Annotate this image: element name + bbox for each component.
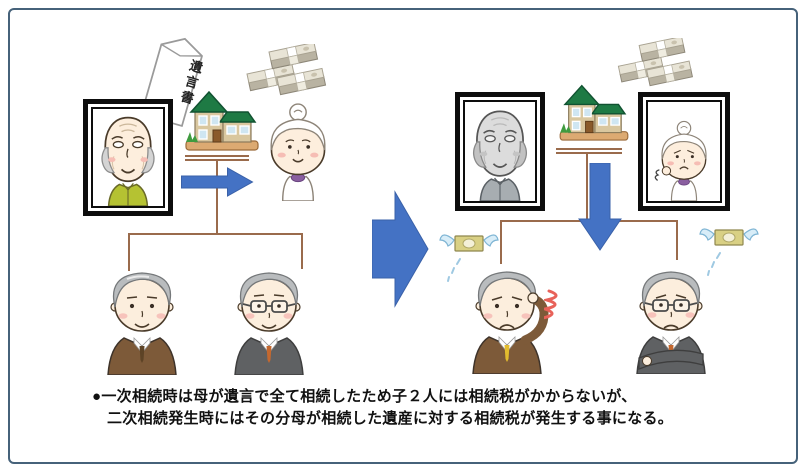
descent-line-left [216, 161, 218, 233]
house-icon-left [183, 86, 261, 152]
flying-money-icon-right [698, 222, 760, 278]
son-elder-left-icon [95, 263, 190, 375]
caption-line-2: 二次相続発生時にはその分母が相続した遺産に対する相続税が発生する事になる。 [107, 410, 674, 427]
inheritance-arrow-down-icon [578, 163, 622, 251]
house-icon-right [557, 80, 631, 142]
sibling-drop-right-1 [500, 220, 502, 264]
son-younger-right-icon [624, 262, 719, 374]
caption: ●一次相続時は母が遺言で全て相続したため子２人には相続税がかからないが、 二次相… [92, 386, 772, 430]
sibling-line-left [128, 233, 303, 235]
marriage-line-left [185, 155, 249, 161]
son-younger-left-icon [222, 263, 317, 375]
son-elder-right-icon [460, 262, 555, 374]
distress-squiggle-icon [544, 288, 570, 322]
father-portrait-grayscale-icon [463, 100, 537, 203]
caption-line-1: ●一次相続時は母が遺言で全て相続したため子２人には相続税がかからないが、 [92, 388, 637, 405]
mother-portrait-worried-icon [646, 100, 722, 203]
marriage-line-right [556, 148, 622, 154]
sibling-drop-left-1 [128, 233, 130, 271]
inheritance-arrow-right-icon [181, 167, 254, 197]
memorial-photo-father-left [83, 99, 173, 216]
photo-mat [88, 104, 168, 211]
memorial-photo-father-right [455, 92, 545, 211]
sibling-drop-left-2 [301, 233, 303, 269]
father-portrait-icon [91, 107, 165, 208]
memorial-photo-mother-right [638, 92, 730, 211]
descent-line-right [586, 154, 588, 222]
mother-icon [254, 100, 342, 201]
photo-mat [460, 97, 540, 206]
flying-money-icon-left [438, 228, 500, 284]
photo-mat [643, 97, 725, 206]
diagram-border [8, 8, 798, 464]
transition-arrow-icon [372, 190, 429, 308]
sibling-drop-right-2 [676, 220, 678, 260]
